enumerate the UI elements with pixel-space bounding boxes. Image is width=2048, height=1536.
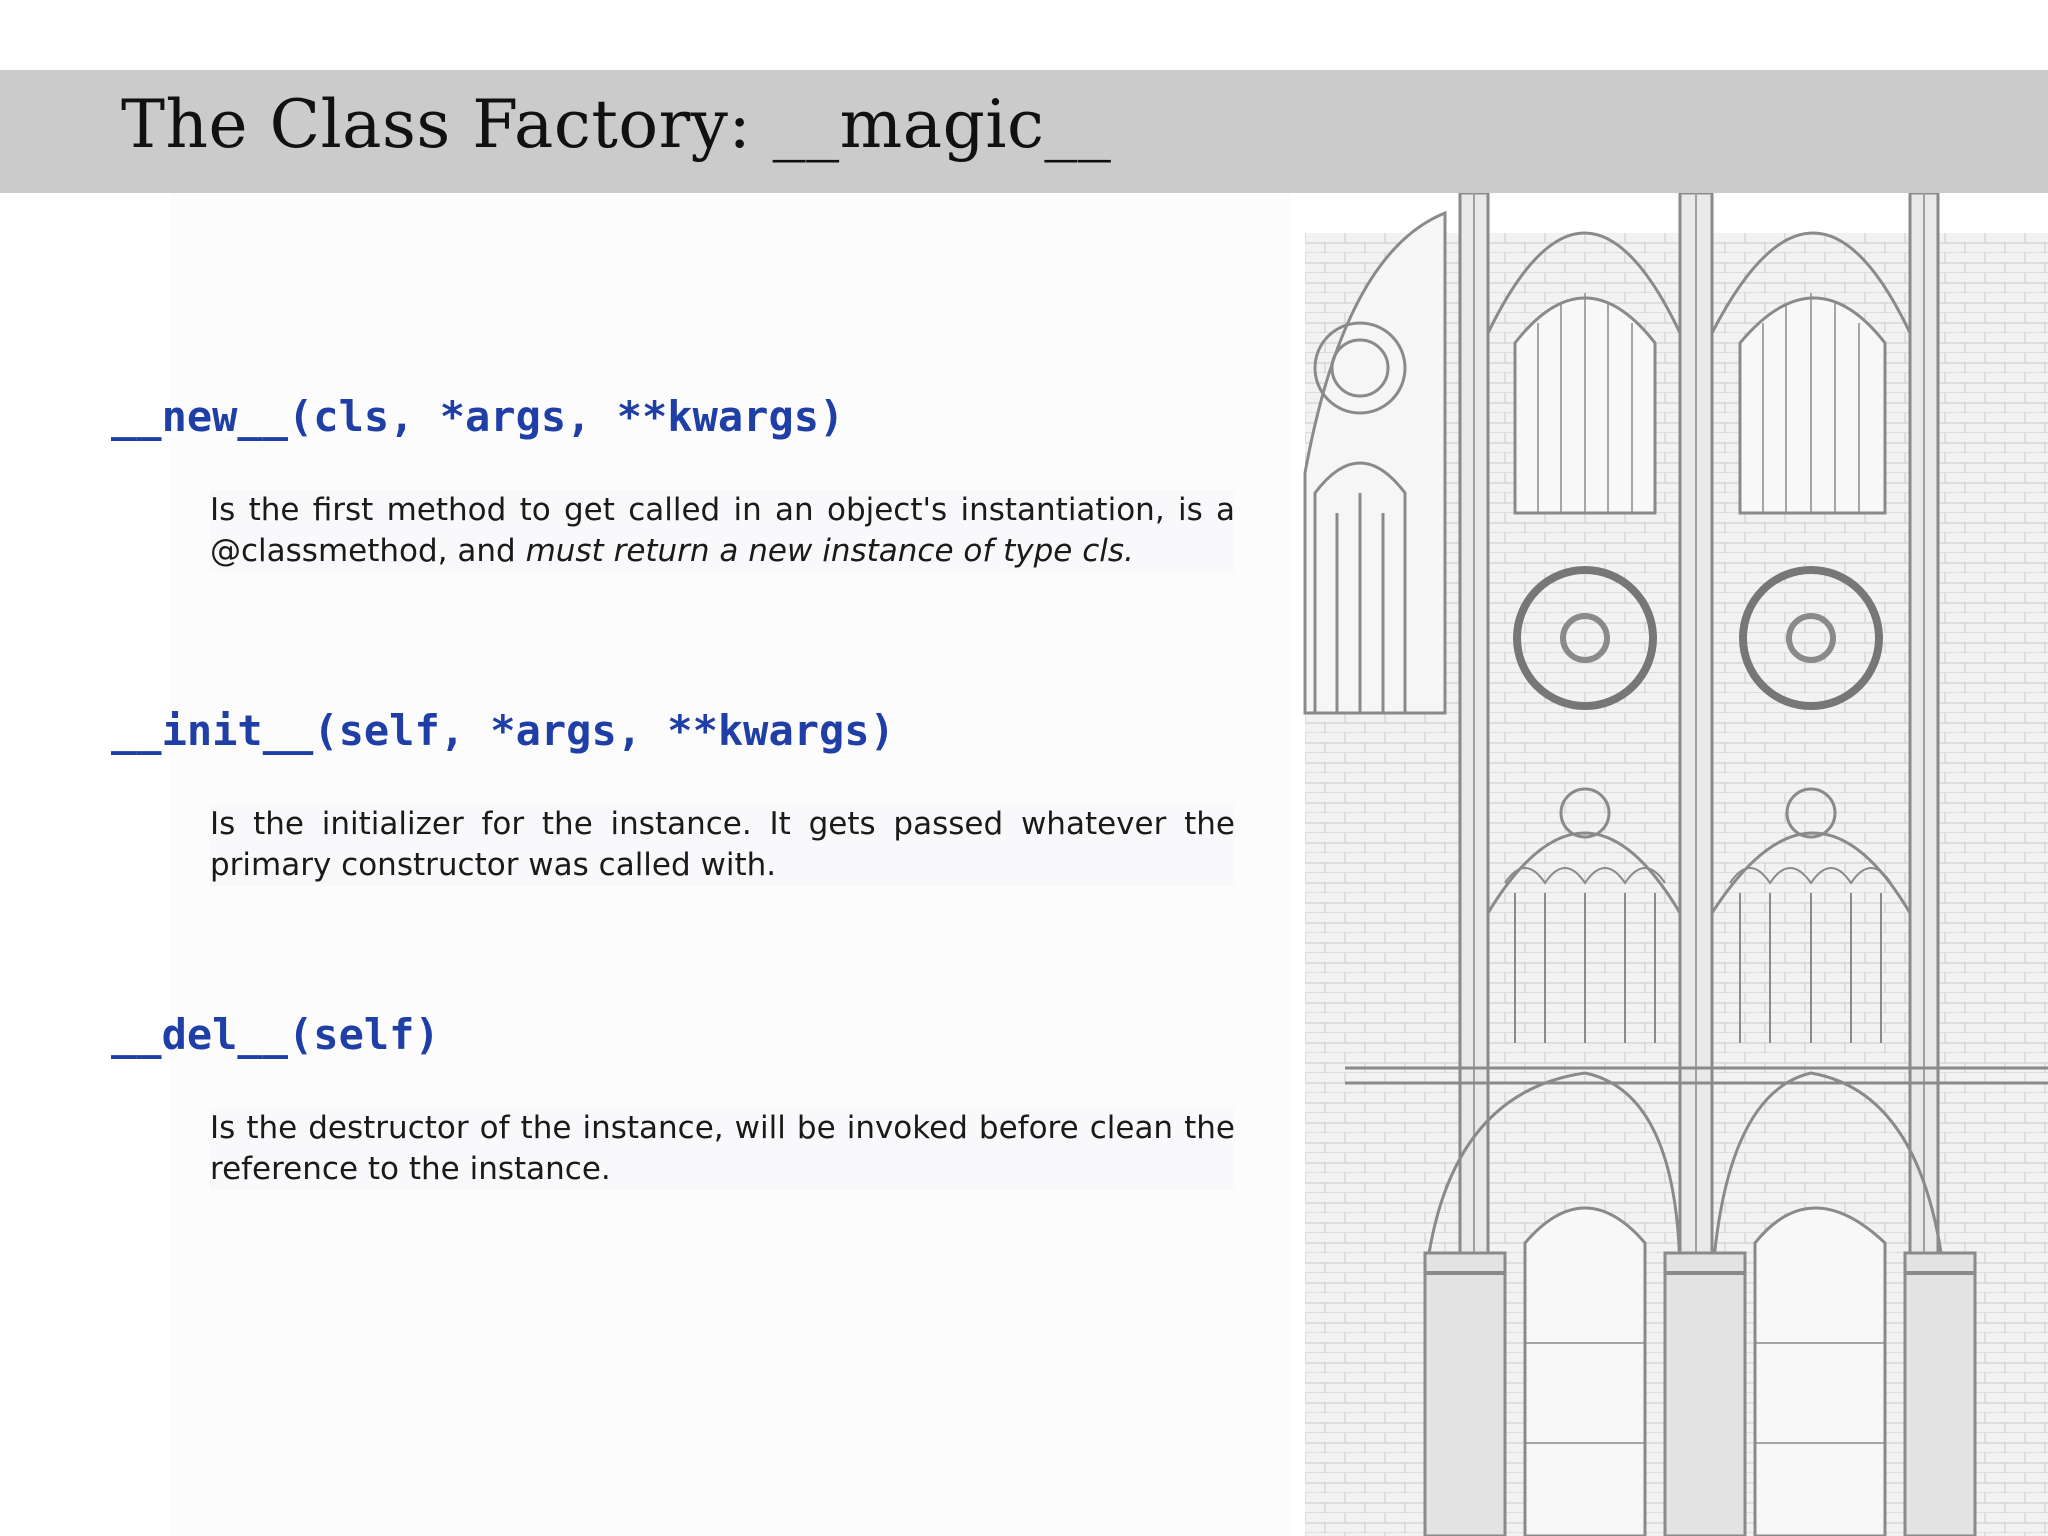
title-bar bbox=[0, 70, 2048, 193]
method-args: (self) bbox=[288, 1010, 440, 1059]
description-text: Is the first method to get called in an … bbox=[210, 492, 1235, 569]
method-name: __init__ bbox=[111, 706, 314, 755]
method-init-signature: __init__(self, *args, **kwargs) bbox=[111, 706, 895, 755]
description-text: Is the destructor of the instance, will … bbox=[210, 1110, 1235, 1187]
method-args: (cls, *args, **kwargs) bbox=[288, 392, 845, 441]
method-new-description: Is the first method to get called in an … bbox=[210, 490, 1235, 572]
description-emphasis: must return a new instance of type cls. bbox=[525, 533, 1134, 569]
method-del-signature: __del__(self) bbox=[111, 1010, 440, 1059]
method-name: __new__ bbox=[111, 392, 289, 441]
method-name: __del__ bbox=[111, 1010, 289, 1059]
method-init-description: Is the initializer for the instance. It … bbox=[210, 804, 1235, 886]
description-text: Is the initializer for the instance. It … bbox=[210, 806, 1235, 883]
gothic-cathedral-elevation-drawing bbox=[1303, 193, 2048, 1536]
method-args: (self, *args, **kwargs) bbox=[313, 706, 895, 755]
slide-title: The Class Factory: __magic__ bbox=[121, 86, 1112, 163]
method-del-description: Is the destructor of the instance, will … bbox=[210, 1108, 1235, 1190]
method-new-signature: __new__(cls, *args, **kwargs) bbox=[111, 392, 844, 441]
